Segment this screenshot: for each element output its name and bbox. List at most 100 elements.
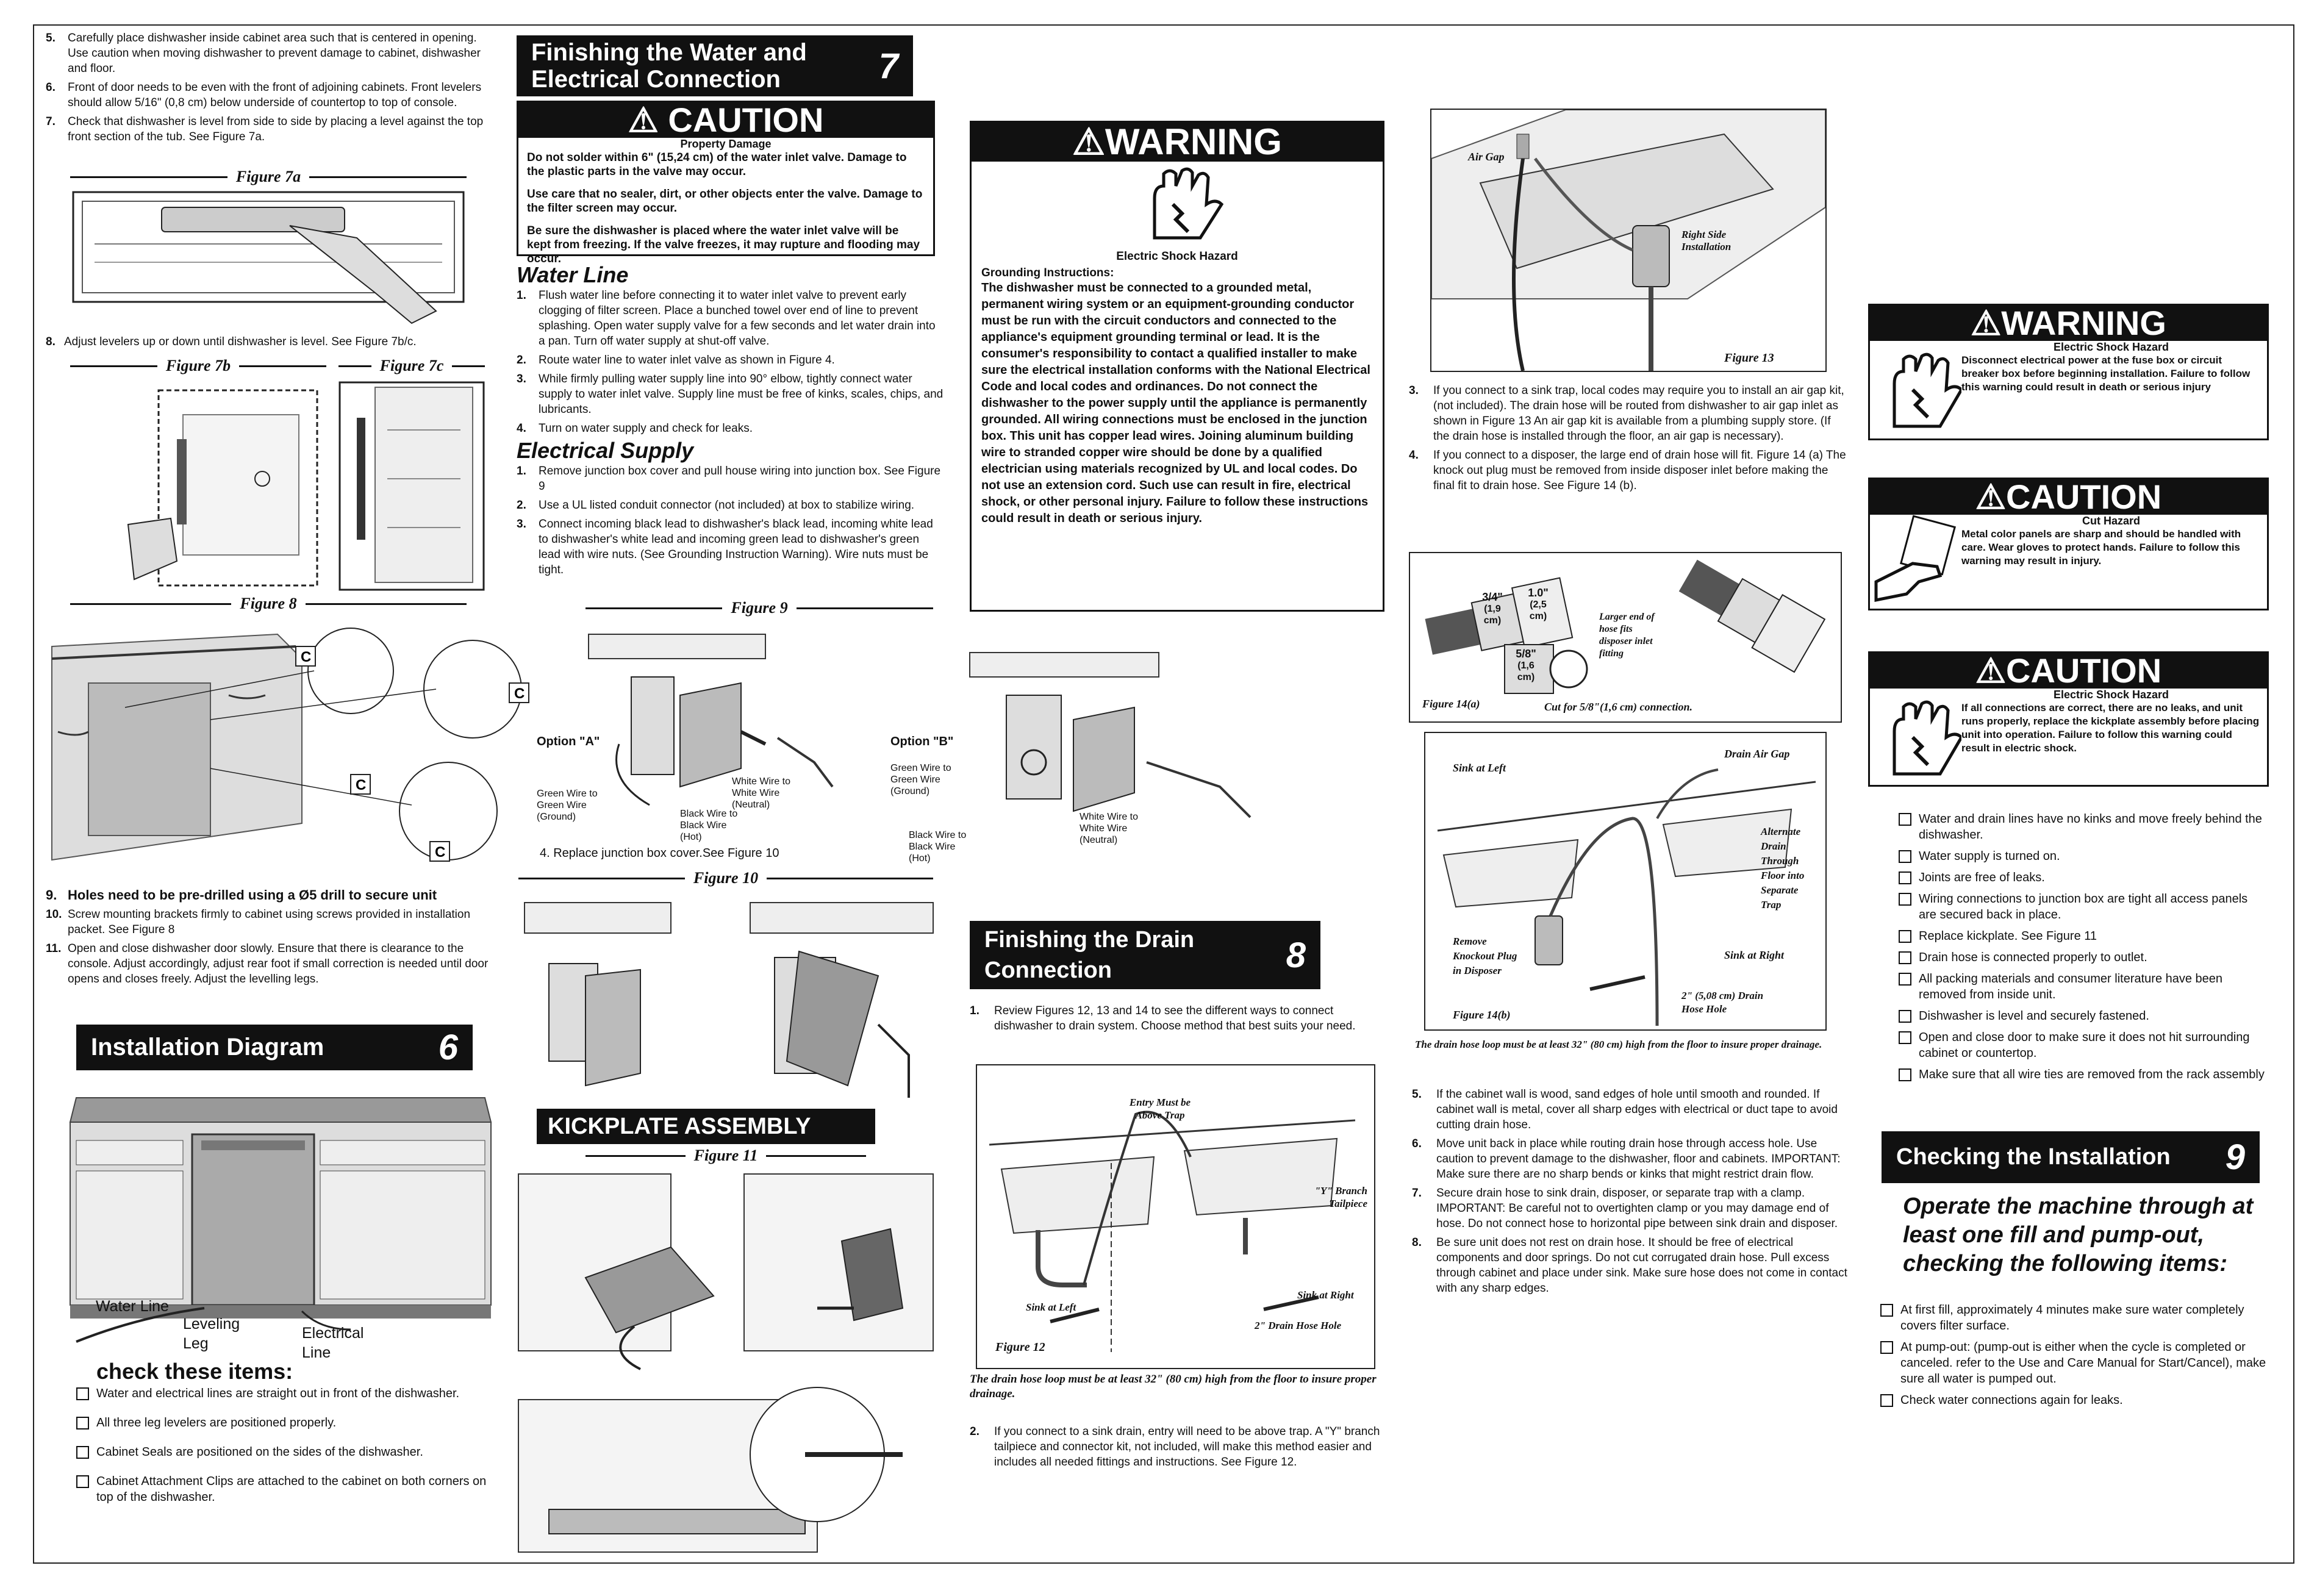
warning-triangle-icon: ⚠ [1971, 304, 2002, 342]
electric-shock-hand-icon [1893, 352, 1961, 428]
fig12-label: Figure 12 [995, 1340, 1045, 1354]
fig14b-label: Figure 14(b) [1453, 1009, 1511, 1021]
fig14b-remove-label: Remove Knockout Plug in Disposer [1453, 936, 1517, 976]
svg-text:C: C [435, 844, 445, 861]
hand-glove-icon [1874, 515, 1956, 603]
fig13-airgap-label: Air Gap [1468, 151, 1505, 163]
figure-13-illustration [1431, 109, 1826, 371]
caution-line: Use care that no sealer, dirt, or other … [527, 188, 923, 215]
checkbox-icon[interactable] [1880, 1304, 1893, 1317]
caution-cut-hazard: ⚠CAUTION Cut Hazard Metal color panels a… [1868, 478, 2269, 610]
caution-body: Metal color panels are sharp and should … [1961, 528, 2241, 567]
svg-text:C: C [356, 777, 366, 793]
warning-triangle-icon: ⚠ [1975, 651, 2007, 690]
warning-body: Disconnect electrical power at the fuse … [1961, 354, 2251, 393]
fig13-label: Figure 13 [1724, 351, 1774, 365]
check-item: Water and electrical lines are straight … [76, 1386, 497, 1401]
caution-title: Cut Hazard [2082, 515, 2140, 527]
figure-14a-illustration [1425, 559, 1826, 694]
fig14a-note: Larger end of hose fits disposer inlet f… [1599, 612, 1655, 659]
fig12-hole-label: 2" Drain Hose Hole [1255, 1320, 1342, 1331]
warning-body: The dishwasher must be connected to a gr… [981, 281, 1370, 525]
check-item: All three leg levelers are positioned pr… [76, 1415, 497, 1431]
wire-b-white: White Wire to White Wire (Neutral) [1080, 812, 1139, 845]
drain-step-2: 2.If you connect to a sink drain, entry … [970, 1425, 1380, 1469]
checkbox-icon[interactable] [1880, 1341, 1893, 1354]
figure-11-illustration [518, 1173, 934, 1553]
fig14b-sink-right-label: Sink at Right [1724, 949, 1785, 961]
label-leveling-leg: Leveling Leg [183, 1315, 240, 1352]
wire-b-black: Black Wire to Black Wire (Hot) [909, 830, 967, 864]
section-7-header: Finishing the Water and Electrical Conne… [517, 35, 913, 96]
step-8: 8.Adjust levelers up or down until dishw… [46, 335, 417, 348]
warning-bar: ⚠WARNING [972, 123, 1383, 162]
operate-checklist: At first fill, approximately 4 minutes m… [1880, 1302, 2271, 1414]
fig14a-dim-1-0: 1.0"(2,5 cm) [1528, 587, 1549, 621]
label-water-line: Water Line [96, 1298, 169, 1315]
final-checklist: Water and drain lines have no kinks and … [1899, 811, 2265, 1088]
electric-shock-hand-icon [1153, 167, 1224, 240]
wire-a-black: Black Wire to Black Wire (Hot) [680, 809, 738, 842]
warning-triangle-icon: ⚠ [1975, 478, 2007, 516]
fig12-y-branch-label: "Y" Branch Tailpiece [1314, 1185, 1367, 1209]
step-6: 6.Front of door needs to be even with th… [46, 81, 482, 109]
checkbox-icon[interactable] [1899, 973, 1911, 986]
checkbox-icon[interactable] [1899, 1068, 1911, 1081]
col1-steps-mid: 9.Holes need to be pre-drilled using a Ø… [46, 887, 509, 990]
figure-8-illustration: C C C C [51, 628, 529, 862]
figure-14b-illustration [1437, 768, 1816, 1026]
fig14b-alternate-label: Alternate Drain Through Floor into Separ… [1761, 826, 1805, 911]
col4-steps-b: 5.If the cabinet wall is wood, sand edge… [1412, 1088, 1847, 1295]
electric-shock-hand-icon [1893, 700, 1961, 776]
figure-14b-frame: Sink at Left Drain Air Gap Alternate Dra… [1424, 732, 1827, 1031]
warning-grounding: ⚠WARNING Electric Shock Hazard Grounding… [970, 121, 1384, 612]
checkbox-icon[interactable] [76, 1387, 89, 1400]
install-checklist: Water and electrical lines are straight … [76, 1386, 497, 1511]
check-items-title: check these items: [96, 1359, 293, 1384]
caution-line: Do not solder within 6" (15,24 cm) of th… [527, 151, 907, 178]
warning-bar: ⚠WARNING [1870, 306, 2267, 341]
figure-7a-title: Figure 7a [70, 168, 467, 186]
installation-diagram-illustration [69, 1097, 492, 1343]
col4-steps-a: 3.If you connect to a sink trap, local c… [1409, 384, 1846, 492]
fig14a-dim-5-8: 5/8"(1,6 cm) [1516, 648, 1536, 682]
caution-property-damage: ⚠ CAUTION Property Damage Do not solder … [517, 101, 935, 265]
checkbox-icon[interactable] [76, 1417, 89, 1430]
checkbox-icon[interactable] [1899, 871, 1911, 884]
checkbox-icon[interactable] [76, 1446, 89, 1459]
caution-bar: ⚠CAUTION [1870, 653, 2267, 689]
checkbox-icon[interactable] [1899, 850, 1911, 863]
col1-steps-top: 5.Carefully place dishwasher inside cabi… [46, 30, 497, 148]
water-line-steps: 1.Flush water line before connecting it … [517, 289, 944, 435]
checkbox-icon[interactable] [1899, 930, 1911, 943]
checkbox-icon[interactable] [76, 1475, 89, 1488]
section-6-header: Installation Diagram 6 [76, 1025, 473, 1070]
figure-7a-illustration [72, 191, 465, 324]
checkbox-icon[interactable] [1899, 951, 1911, 964]
step-10: 10.Screw mounting brackets firmly to cab… [46, 908, 471, 936]
checkbox-icon[interactable] [1899, 1031, 1911, 1044]
figure-7b-title: Figure 7b [70, 357, 326, 375]
fig14b-sink-left-label: Sink at Left [1453, 762, 1506, 774]
wire-a-white: White Wire to White Wire (Neutral) [732, 776, 791, 810]
fig14a-cut-label: Cut for 5/8"(1,6 cm) connection. [1544, 701, 1692, 713]
fig14b-air-gap-label: Drain Air Gap [1724, 748, 1790, 760]
checkbox-icon[interactable] [1899, 1010, 1911, 1023]
water-line-title: Water Line [517, 262, 629, 287]
caution-body: If all connections are correct, there ar… [1961, 702, 2260, 754]
figure-11-title: Figure 11 [586, 1147, 866, 1165]
figure-14-caption: The drain hose loop must be at least 32"… [1415, 1039, 1822, 1050]
fig14b-hole-label: 2" (5,08 cm) Drain Hose Hole [1681, 990, 1764, 1015]
kickplate-assembly-header: KICKPLATE ASSEMBLY [537, 1109, 875, 1144]
figure-7b-illustration [127, 389, 318, 587]
option-a-label: Option "A" [537, 735, 600, 748]
fig12-sink-left-label: Sink at Left [1026, 1301, 1076, 1313]
operate-instruction: Operate the machine through at least one… [1903, 1193, 2254, 1276]
checkbox-icon[interactable] [1899, 813, 1911, 826]
electrical-steps: 1.Remove junction box cover and pull hou… [517, 465, 941, 576]
figure-7c-illustration [338, 381, 485, 591]
caution-line: Be sure the dishwasher is placed where t… [527, 224, 920, 265]
figure-7c-title: Figure 7c [338, 357, 485, 375]
checkbox-icon[interactable] [1899, 893, 1911, 906]
checkbox-icon[interactable] [1880, 1394, 1893, 1407]
